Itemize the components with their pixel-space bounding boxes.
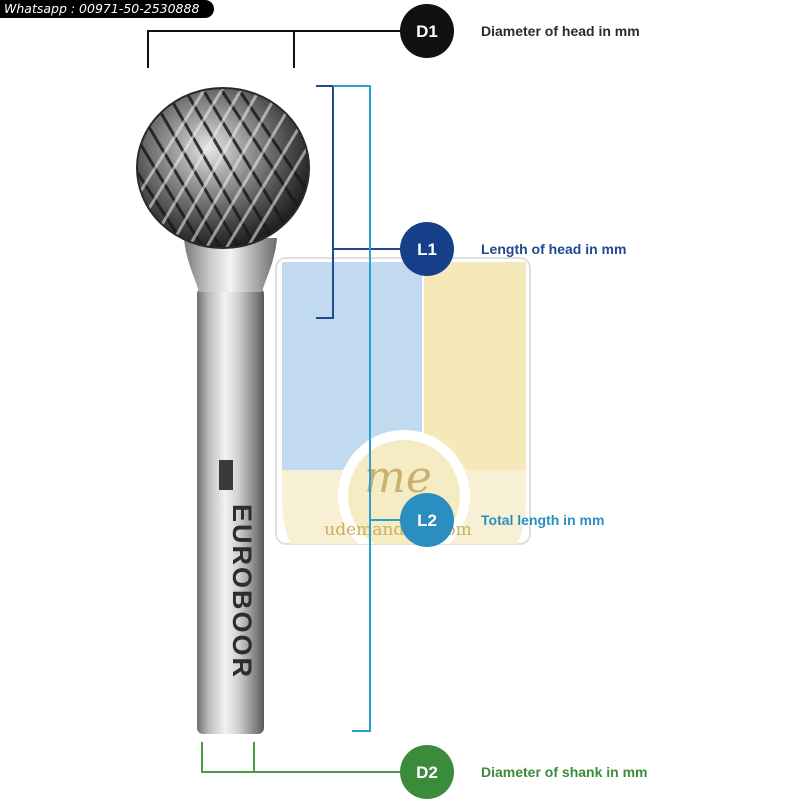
whatsapp-contact-badge: Whatsapp : 00971-50-2530888	[0, 0, 214, 18]
d1-badge-circle	[400, 4, 454, 58]
d1-label: Diameter of head in mm	[481, 23, 640, 39]
d2-badge-circle	[400, 745, 454, 799]
brand-name: EUROBOOR	[227, 504, 257, 679]
burr-shank	[197, 288, 264, 734]
l1-badge: L1	[400, 222, 454, 276]
l1-badge-circle	[400, 222, 454, 276]
l2-bracket	[333, 85, 402, 732]
d2-badge: D2	[400, 745, 454, 799]
watermark-logo: me udemandme.com	[275, 257, 531, 545]
l1-badge-code: L1	[417, 240, 437, 259]
l2-badge-circle	[400, 493, 454, 547]
d1-badge-code: D1	[416, 22, 438, 41]
brand-mark-icon	[219, 460, 233, 490]
d2-bracket	[201, 742, 402, 773]
burr-neck	[184, 238, 277, 292]
l2-badge-code: L2	[417, 511, 437, 530]
watermark-yellow-panel	[424, 262, 526, 472]
d2-label: Diameter of shank in mm	[481, 764, 648, 780]
l1-label: Length of head in mm	[481, 241, 627, 257]
l1-bracket	[316, 85, 402, 319]
d2-badge-code: D2	[416, 763, 438, 782]
l2-badge: L2	[400, 493, 454, 547]
l2-label: Total length in mm	[481, 512, 605, 528]
burr-flutes	[137, 88, 309, 248]
d1-bracket	[147, 30, 402, 68]
d1-badge: D1	[400, 4, 454, 58]
carbide-burr: EUROBOOR	[136, 87, 310, 734]
